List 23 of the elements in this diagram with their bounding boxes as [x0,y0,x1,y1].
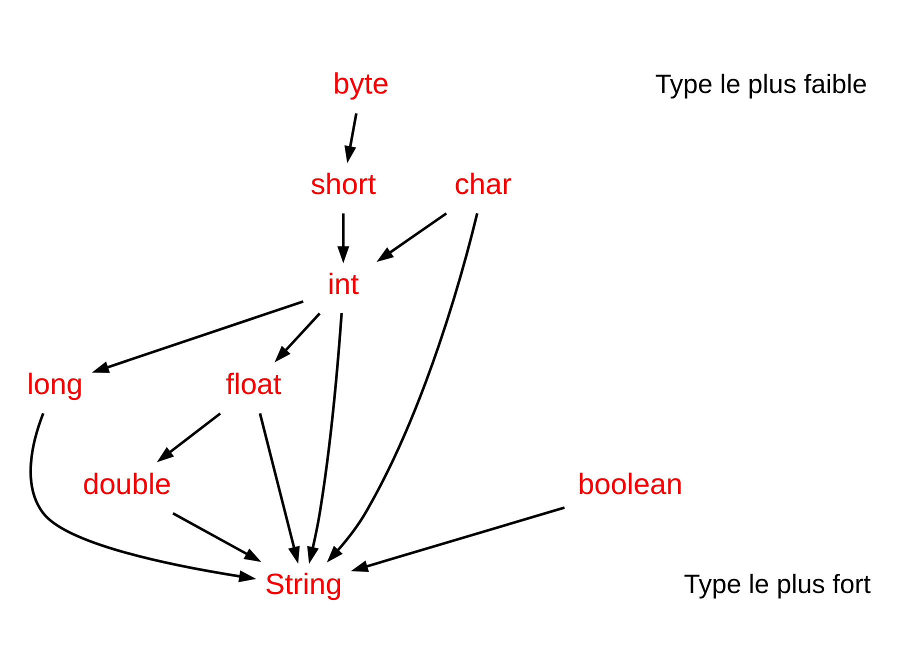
arrow [92,300,304,372]
node-text: long [27,367,83,400]
node-text: byte [333,67,389,100]
node-text: String [265,567,342,600]
arrow [337,212,350,263]
arrow [350,506,565,572]
arrow [344,112,358,163]
node-text: boolean [578,467,683,500]
arrow [274,312,321,362]
node-text: int [328,267,359,300]
node-text: short [310,167,376,200]
arrow [156,412,222,462]
arrow [376,212,448,262]
label: Type le plus faible [655,68,868,98]
node-text: char [454,167,512,200]
node-text: float [226,367,282,400]
arrow [307,312,343,564]
arrow [258,412,300,564]
arrow [29,412,256,582]
node-text: double [82,467,172,500]
label: Type le plus fort [684,568,871,599]
arrow [172,512,262,562]
arrow [326,212,478,562]
